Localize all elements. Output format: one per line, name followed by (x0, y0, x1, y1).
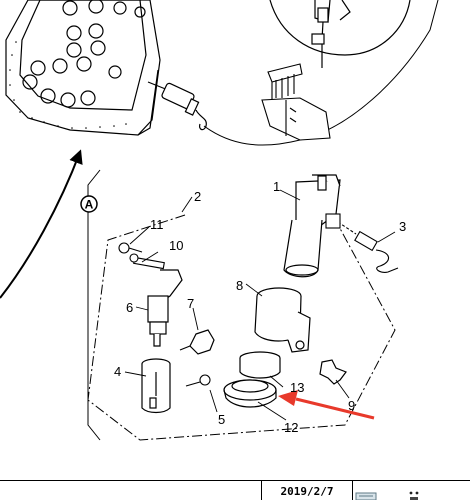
callout-8: 8 (236, 278, 243, 293)
assembly-direction-arrow (0, 149, 83, 299)
part-13-ring (239, 351, 281, 379)
callout-10: 10 (169, 238, 183, 253)
detail-bracket-line (87, 169, 101, 441)
highlight-arrow (278, 390, 375, 420)
document-icon (355, 491, 419, 500)
part-12-washer (223, 379, 277, 408)
footer-date: 2019/2/7 (280, 485, 334, 498)
callout-3: 3 (399, 219, 406, 234)
footer-table (0, 480, 470, 500)
callout-13: 13 (290, 380, 304, 395)
handheld-controller (5, 0, 161, 136)
part-9-knob (319, 359, 347, 385)
callout-12: 12 (284, 420, 298, 435)
callout-a-label: A (85, 198, 94, 212)
callout-7: 7 (187, 296, 194, 311)
callout-4: 4 (114, 364, 121, 379)
callout-2: 2 (194, 189, 201, 204)
callout-5: 5 (218, 412, 225, 427)
callout-a-marker: A (80, 195, 98, 213)
assembly-boundary (87, 209, 396, 441)
part-8-collar (254, 287, 311, 353)
callout-6: 6 (126, 300, 133, 315)
part-7-knob (179, 329, 215, 355)
part-6-clamp (147, 269, 183, 347)
part-5-screw (185, 374, 211, 387)
callout-9: 9 (348, 398, 355, 413)
callout-1: 1 (273, 179, 280, 194)
detail-zoom-circle (269, 0, 411, 68)
part-3-fitting (325, 213, 399, 273)
part-11-screw (118, 242, 143, 254)
part-4-socket (141, 358, 171, 414)
leader-lines (124, 189, 396, 421)
mounting-bracket (261, 63, 331, 141)
callout-11: 11 (150, 217, 164, 232)
part-10-bolt (129, 253, 165, 270)
